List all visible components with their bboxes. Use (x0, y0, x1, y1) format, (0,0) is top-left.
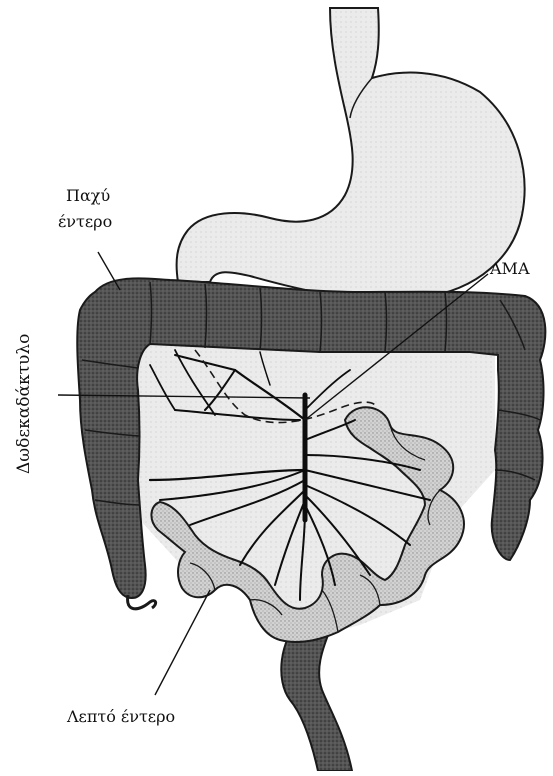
small-intestine-label: Λεπτό έντερο (67, 707, 175, 727)
duodenum-label: Δωδεκαδάκτυλο (14, 334, 34, 474)
large-intestine-label-line1: Παχύ (66, 186, 110, 206)
large-intestine-label-line2: έντερο (58, 212, 112, 232)
artery-label: ΑΜΑ (490, 259, 530, 279)
leader-small-intestine (155, 590, 210, 695)
stomach (177, 8, 525, 300)
